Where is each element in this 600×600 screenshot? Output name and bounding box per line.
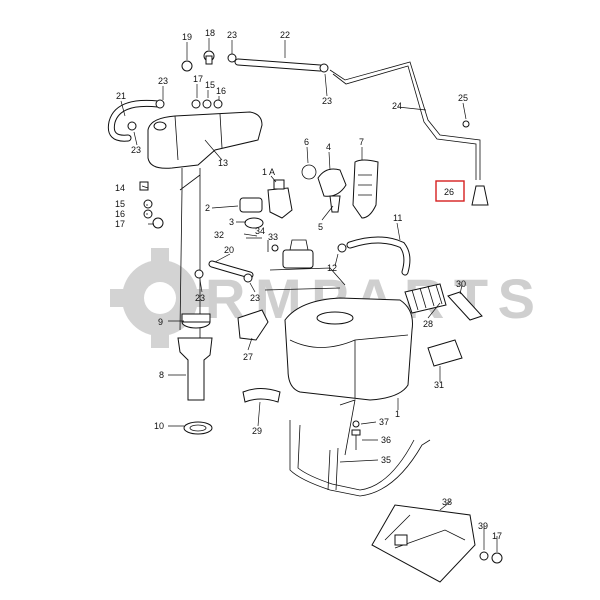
callout-23f: 23 — [250, 293, 260, 303]
fuel-tank-1 — [284, 297, 413, 401]
callout-18: 18 — [205, 28, 215, 38]
callout-27: 27 — [243, 352, 253, 362]
hardware — [127, 50, 503, 564]
callout-39: 39 — [478, 521, 488, 531]
strip-29 — [242, 388, 281, 403]
callout-8: 8 — [159, 370, 164, 380]
strainer-5 — [329, 195, 341, 213]
callout-32: 32 — [214, 230, 224, 240]
callout-33: 33 — [268, 232, 278, 242]
callout-10: 10 — [154, 421, 164, 431]
callout-22: 22 — [280, 30, 290, 40]
callout-34: 34 — [255, 226, 265, 236]
bracket-27 — [237, 309, 269, 341]
callout-7: 7 — [359, 137, 364, 147]
callout-17a: 17 — [193, 74, 203, 84]
callout-26: 26 — [444, 187, 454, 197]
callout-20: 20 — [224, 245, 234, 255]
sender-unit-12 — [282, 249, 314, 269]
leader-lines — [120, 38, 498, 552]
filter-4 — [317, 168, 347, 197]
callout-9: 9 — [158, 317, 163, 327]
filter-bag-7 — [352, 159, 379, 219]
callout-23b: 23 — [158, 76, 168, 86]
callout-6: 6 — [304, 137, 309, 147]
filler-pipe-8 — [177, 337, 213, 401]
callout-21: 21 — [116, 91, 126, 101]
callout-11: 11 — [393, 213, 402, 223]
highlight-box-26 — [435, 180, 465, 202]
callout-12: 12 — [327, 263, 337, 273]
callout-14: 14 — [115, 183, 125, 193]
callout-30: 30 — [456, 279, 466, 289]
callout-2: 2 — [205, 203, 210, 213]
callout-5: 5 — [318, 222, 323, 232]
vent-pipe-24 — [329, 61, 481, 180]
pad-30 — [447, 291, 483, 321]
callout-4: 4 — [326, 142, 331, 152]
gear-icon — [110, 248, 210, 348]
strap-35 — [289, 420, 431, 497]
pump-1a — [267, 187, 293, 219]
callout-23d: 23 — [131, 145, 141, 155]
callout-31: 31 — [434, 380, 444, 390]
callout-25: 25 — [458, 93, 468, 103]
callout-23a: 23 — [227, 30, 237, 40]
callout-35: 35 — [381, 455, 391, 465]
callout-36: 36 — [381, 435, 391, 445]
callout-1: 1 — [395, 409, 400, 419]
callout-29: 29 — [252, 426, 262, 436]
undertray-38 — [371, 504, 476, 583]
pump-3 — [244, 217, 264, 229]
clamp-6 — [301, 164, 317, 180]
callout-16b: 16 — [115, 209, 125, 219]
grommet-26 — [471, 185, 489, 206]
callout-15b: 15 — [115, 199, 125, 209]
callout-labels: 19 18 23 22 23 17 15 16 23 21 24 25 23 1… — [115, 28, 502, 541]
callout-1a: 1 A — [262, 167, 275, 177]
callout-3: 3 — [229, 217, 234, 227]
seal-10 — [183, 421, 213, 435]
callout-37: 37 — [379, 417, 389, 427]
callout-17b: 17 — [115, 219, 125, 229]
callout-24: 24 — [392, 101, 402, 111]
callout-16a: 16 — [216, 86, 226, 96]
callout-38: 38 — [442, 497, 452, 507]
filler-opening — [153, 121, 167, 131]
pad-31 — [427, 339, 463, 367]
callout-19: 19 — [182, 32, 192, 42]
callout-15a: 15 — [205, 80, 215, 90]
callout-28: 28 — [423, 319, 433, 329]
callout-13: 13 — [218, 158, 228, 168]
pump-2 — [239, 197, 263, 213]
callout-17c: 17 — [492, 531, 502, 541]
callout-23e: 23 — [195, 293, 205, 303]
callout-23c: 23 — [322, 96, 332, 106]
